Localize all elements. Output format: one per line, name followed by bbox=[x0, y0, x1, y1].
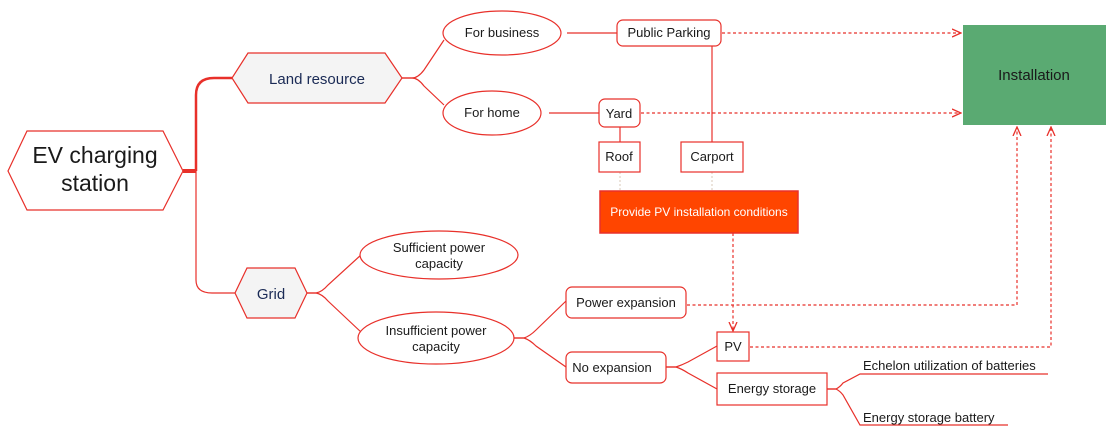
land-to-business bbox=[402, 39, 445, 79]
insufficient-to-expansion bbox=[514, 300, 567, 339]
es-to-echelon bbox=[827, 373, 1048, 390]
trunk-to-land bbox=[194, 76, 232, 171]
installation-label: Installation bbox=[998, 67, 1070, 84]
noexp-to-es bbox=[666, 366, 718, 390]
es-battery-label[interactable]: Energy storage battery bbox=[863, 410, 995, 425]
ev-station-node[interactable]: EV charging station bbox=[7, 130, 184, 211]
pv-to-installation-arrow bbox=[750, 128, 1051, 348]
ev-station-label-2: station bbox=[61, 170, 129, 196]
carport-node[interactable]: Carport bbox=[680, 141, 744, 173]
roof-node[interactable]: Roof bbox=[598, 141, 641, 173]
dashed-arrows bbox=[641, 33, 1051, 348]
connectors bbox=[183, 32, 1048, 426]
insufficient-to-noexp bbox=[514, 337, 567, 368]
yard-label: Yard bbox=[606, 106, 633, 121]
insufficient-label-2: capacity bbox=[412, 339, 460, 354]
yard-node[interactable]: Yard bbox=[598, 98, 641, 128]
es-to-battery bbox=[827, 388, 1008, 426]
power-expansion-node[interactable]: Power expansion bbox=[565, 286, 687, 319]
energy-storage-label: Energy storage bbox=[728, 381, 816, 396]
land-to-home bbox=[402, 77, 445, 106]
insufficient-label-1: Insufficient power bbox=[386, 323, 488, 338]
faint-connectors bbox=[619, 172, 713, 191]
power-expansion-label: Power expansion bbox=[576, 295, 676, 310]
sufficient-capacity-node[interactable]: Sufficient power capacity bbox=[359, 230, 519, 280]
installation-node[interactable]: Installation bbox=[963, 25, 1106, 125]
provide-pv-label: Provide PV installation conditions bbox=[610, 205, 787, 219]
trunk-to-grid bbox=[195, 171, 235, 294]
sufficient-label-1: Sufficient power bbox=[393, 240, 486, 255]
ev-station-label-1: EV charging bbox=[32, 142, 157, 168]
for-business-node[interactable]: For business bbox=[442, 10, 562, 56]
land-resource-node[interactable]: Land resource bbox=[231, 52, 403, 104]
grid-label: Grid bbox=[257, 286, 285, 303]
no-expansion-label: No expansion bbox=[572, 360, 652, 375]
insufficient-capacity-node[interactable]: Insufficient power capacity bbox=[357, 311, 515, 365]
for-home-label: For home bbox=[464, 105, 520, 120]
grid-node[interactable]: Grid bbox=[234, 267, 308, 319]
grid-to-insufficient bbox=[307, 292, 363, 334]
carport-label: Carport bbox=[690, 149, 734, 164]
pv-node[interactable]: PV bbox=[716, 331, 750, 362]
public-parking-label: Public Parking bbox=[627, 25, 710, 40]
expansion-to-installation-arrow bbox=[687, 128, 1017, 306]
echelon-label[interactable]: Echelon utilization of batteries bbox=[863, 358, 1036, 373]
no-expansion-node[interactable]: No expansion bbox=[565, 351, 667, 384]
roof-label: Roof bbox=[605, 149, 633, 164]
grid-to-sufficient bbox=[307, 253, 363, 294]
energy-storage-node[interactable]: Energy storage bbox=[716, 372, 828, 406]
public-parking-node[interactable]: Public Parking bbox=[616, 19, 722, 47]
for-home-node[interactable]: For home bbox=[442, 90, 542, 136]
for-business-label: For business bbox=[465, 25, 540, 40]
sufficient-label-2: capacity bbox=[415, 256, 463, 271]
pv-label: PV bbox=[724, 339, 742, 354]
provide-pv-node[interactable]: Provide PV installation conditions bbox=[599, 190, 799, 234]
land-resource-label: Land resource bbox=[269, 71, 365, 88]
noexp-to-pv bbox=[666, 345, 718, 368]
